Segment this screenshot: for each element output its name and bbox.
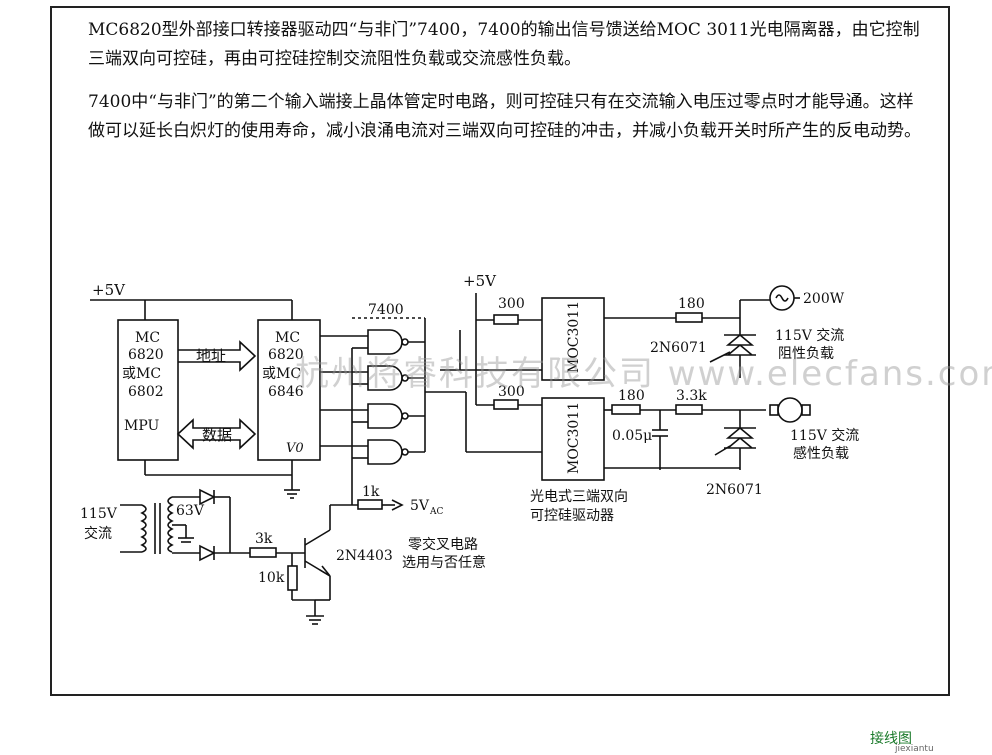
resistor-180-a — [675, 312, 703, 323]
zero-cross-caption-2: 选用与否任意 — [402, 554, 486, 571]
brand-subtitle: jiexiantu — [895, 744, 934, 754]
moc3011-a-block — [541, 297, 605, 381]
capacitor-label: 0.05μ — [612, 428, 652, 444]
pia-label-4: 6846 — [268, 384, 304, 400]
pia-block — [257, 319, 321, 461]
resistor-180-b — [611, 404, 641, 415]
mpu-label-3: 或MC — [122, 366, 161, 382]
moc3011-b-block — [541, 397, 605, 481]
pia-label-2: 6820 — [268, 347, 304, 363]
address-bus-arrow — [178, 340, 257, 372]
gate-chip-label: 7400 — [368, 302, 404, 318]
secondary-voltage-label: 63V — [176, 503, 205, 519]
resistor-300-a-label: 300 — [498, 296, 525, 312]
vac-subscript: AC — [429, 507, 443, 517]
data-label: 数据 — [202, 426, 232, 444]
resistor-300-a — [493, 314, 519, 325]
paragraph-2: 7400中“与非门”的第二个输入端接上晶体管定时电路，则可控硅只有在交流输入电压… — [88, 92, 921, 141]
paragraph-1: MC6820型外部接口转接器驱动四“与非门”7400，7400的输出信号馈送给M… — [88, 20, 920, 69]
resistor-3k — [249, 547, 277, 558]
mpu-label-2: 6820 — [128, 347, 164, 363]
transformer — [140, 496, 174, 554]
mpu-label-5: MPU — [124, 418, 160, 434]
motor-icon — [769, 397, 811, 423]
inductive-load-label-1: 115V 交流 — [790, 427, 859, 444]
resistive-load-label-1: 115V 交流 — [775, 327, 844, 344]
inductive-load-label-2: 感性负载 — [793, 445, 849, 462]
triac-b-label: 2N6071 — [706, 482, 763, 498]
resistor-1k — [357, 499, 383, 510]
resistive-load-label-2: 阻性负载 — [778, 346, 834, 362]
triac-b — [714, 426, 756, 470]
diode-2 — [199, 544, 216, 562]
mpu-block — [117, 319, 179, 461]
data-bus-arrow — [176, 418, 257, 450]
transistor-label: 2N4403 — [336, 548, 393, 564]
driver-caption-1: 光电式三端双向 — [530, 489, 628, 505]
pia-label-1: MC — [275, 330, 300, 346]
zero-cross-caption-1: 零交叉电路 — [408, 536, 478, 553]
moc3011-b-label: MOC3011 — [566, 402, 582, 474]
mpu-label-1: MC — [135, 330, 160, 346]
moc3011-a-label: MOC3011 — [566, 301, 582, 373]
diode-1 — [199, 488, 216, 506]
ac-input-label-2: 交流 — [84, 525, 112, 542]
vac-label: 5V — [410, 498, 430, 514]
address-label: 地址 — [196, 347, 226, 365]
vcc-label-2: +5V — [463, 272, 497, 290]
figure-frame — [50, 6, 950, 696]
resistor-300-b — [493, 399, 519, 410]
driver-caption-2: 可控硅驱动器 — [530, 508, 614, 524]
pia-label-3: 或MC — [262, 366, 301, 382]
lamp-icon — [769, 285, 795, 311]
triac-a-label: 2N6071 — [650, 340, 707, 356]
nand-gate-3 — [367, 403, 409, 429]
resistor-180-b-label: 180 — [618, 388, 645, 404]
brand-logo: 接线图 — [870, 731, 912, 747]
resistor-1k-label: 1k — [362, 484, 380, 500]
resistor-10k — [287, 565, 298, 591]
resistor-3k-label: 3k — [255, 531, 273, 547]
vcc-label-1: +5V — [92, 281, 126, 299]
ac-input-label-1: 115V — [80, 506, 118, 522]
transistor-2n4403 — [304, 529, 331, 577]
triac-a — [709, 333, 756, 378]
pia-v0-label: V0 — [286, 441, 304, 456]
lamp-power-label: 200W — [803, 291, 845, 307]
resistor-10k-label: 10k — [258, 570, 285, 586]
nand-gate-4 — [367, 439, 409, 465]
resistor-3-3k-label: 3.3k — [676, 388, 707, 404]
resistor-300-b-label: 300 — [498, 384, 525, 400]
resistor-180-a-label: 180 — [678, 296, 705, 312]
mpu-label-4: 6802 — [128, 384, 164, 400]
resistor-3-3k — [675, 404, 703, 415]
watermark: 杭州将睿科技有限公司 www.elecfans.com — [295, 354, 992, 394]
